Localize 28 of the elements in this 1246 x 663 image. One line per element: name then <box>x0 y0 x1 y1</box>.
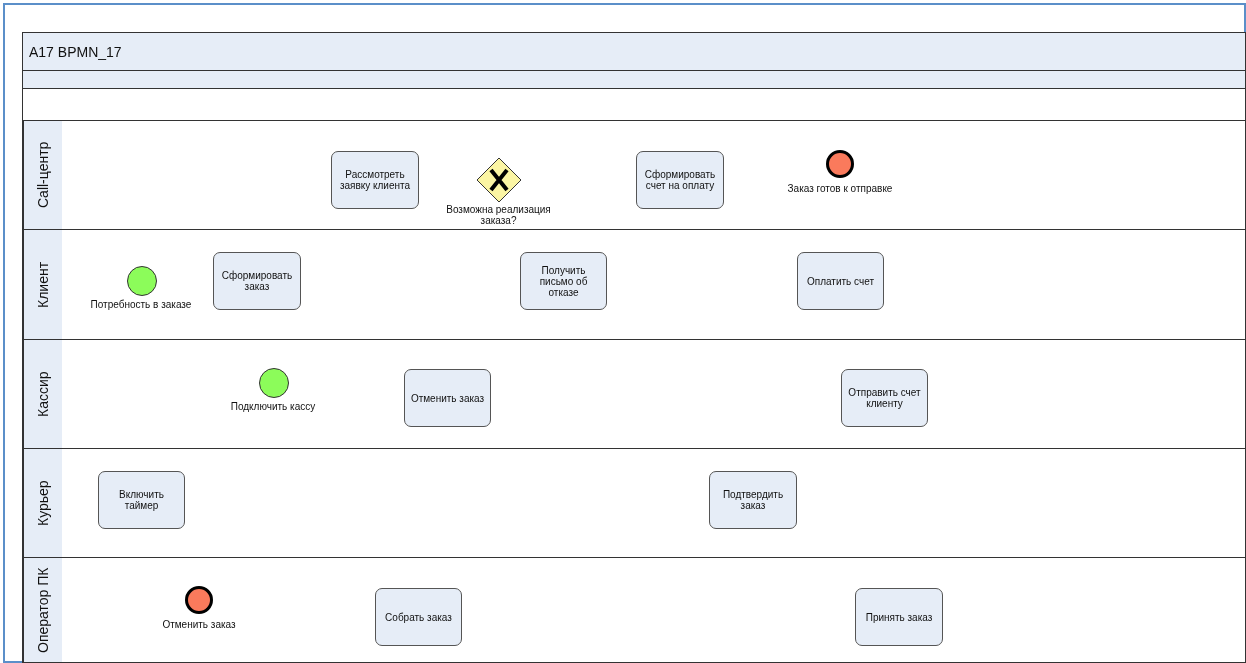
lane-title: Кассир <box>23 340 62 448</box>
event-label: Заказ готов к отправке <box>786 183 894 194</box>
task-box: Принять заказ <box>855 588 943 646</box>
task-box: Сформировать заказ <box>213 252 301 310</box>
pool-title: A17 BPMN_17 <box>23 33 1245 71</box>
swimlane <box>23 229 1245 339</box>
pool <box>22 32 1246 663</box>
task-box: Рассмотреть заявку клиента <box>331 151 419 209</box>
lane-title: Клиент <box>23 230 62 339</box>
task-box: Подтвердить заказ <box>709 471 797 529</box>
lane-title: Call-центр <box>23 121 62 229</box>
event-label: Подключить кассу <box>229 401 317 412</box>
swimlane <box>23 339 1245 448</box>
task-box: Сформировать счет на оплату <box>636 151 724 209</box>
swimlane <box>23 557 1245 662</box>
gateway-label: Возможна реализация заказа? <box>445 204 552 226</box>
task-box: Собрать заказ <box>375 588 462 646</box>
task-box: Получить письмо об отказе <box>520 252 607 310</box>
event-label: Отменить заказ <box>161 619 237 630</box>
task-box: Отправить счет клиенту <box>841 369 928 427</box>
swimlane <box>23 120 1245 229</box>
task-box: Включить таймер <box>98 471 185 529</box>
task-box: Оплатить счет <box>797 252 884 310</box>
lane-title: Оператор ПК <box>23 558 62 662</box>
lane-title: Курьер <box>23 449 62 557</box>
swimlane <box>23 448 1245 557</box>
task-box: Отменить заказ <box>404 369 491 427</box>
event-label: Потребность в заказе <box>89 299 193 310</box>
